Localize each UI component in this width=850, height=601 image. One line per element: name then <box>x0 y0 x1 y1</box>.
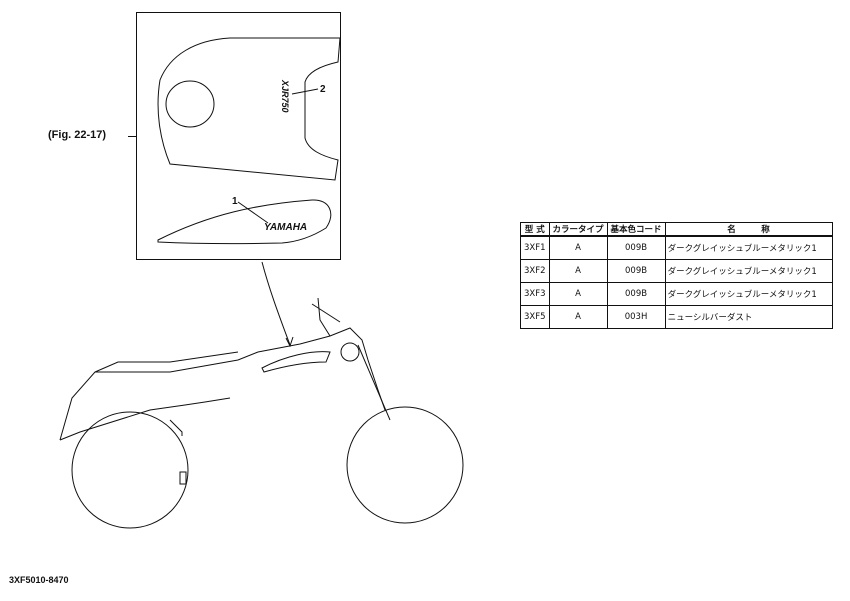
cell-color-code: 009B <box>606 259 666 283</box>
callout-number-2: 2 <box>320 84 326 95</box>
front-fork <box>357 344 391 421</box>
table-header-row: 型 式 カラータイプ 基本色コード 名 称 <box>520 222 833 237</box>
headlight <box>340 342 360 362</box>
front-wheel <box>346 406 464 524</box>
cell-model: 3XF1 <box>520 235 550 260</box>
table-row: 3XF5 A 003H ニューシルバーダスト <box>520 305 833 329</box>
frame-rail <box>169 419 183 436</box>
fig-reference-label: (Fig. 22-17) <box>48 129 107 141</box>
callout-leader-1 <box>237 201 269 224</box>
cell-color-code: 003H <box>606 305 666 329</box>
table-row: 3XF2 A 009B ダークグレイッシュブルーメタリック1 <box>520 259 833 283</box>
fig-reference-leader <box>128 136 136 137</box>
cell-model: 3XF3 <box>520 282 550 306</box>
drawing-code: 3XF5010-8470 <box>9 575 69 585</box>
motorcycle-tail <box>59 397 231 441</box>
callout-number-1: 1 <box>232 196 238 207</box>
cell-color-name: ダークグレイッシュブルーメタリック1 <box>664 235 833 260</box>
decal-detail-inset <box>136 12 341 260</box>
cell-model: 3XF5 <box>520 305 550 329</box>
table-row: 3XF1 A 009B ダークグレイッシュブルーメタリック1 <box>520 235 833 260</box>
pointer-arrow <box>261 261 291 346</box>
cell-color-name: ニューシルバーダスト <box>664 305 833 329</box>
color-spec-table: 型 式 カラータイプ 基本色コード 名 称 3XF1 A 009B ダークグレイ… <box>520 222 833 329</box>
tank-yamaha-text: YAMAHA <box>264 222 307 233</box>
cell-color-type: A <box>548 259 608 283</box>
cell-color-name: ダークグレイッシュブルーメタリック1 <box>664 282 833 306</box>
cell-color-type: A <box>548 305 608 329</box>
motorcycle-seat <box>94 351 239 373</box>
table-row: 3XF3 A 009B ダークグレイッシュブルーメタリック1 <box>520 282 833 306</box>
tank-highlight <box>261 351 331 373</box>
cell-color-code: 009B <box>606 235 666 260</box>
header-base-color-code: 基本色コード <box>606 222 666 237</box>
side-cover-hole <box>165 80 215 128</box>
handlebar <box>311 297 341 337</box>
tank-emblem-outline <box>157 199 332 245</box>
header-color-type: カラータイプ <box>548 222 608 237</box>
cell-color-type: A <box>548 282 608 306</box>
cover-model-text: XJR750 <box>280 79 290 113</box>
rear-wheel <box>71 411 189 529</box>
header-model: 型 式 <box>520 222 550 237</box>
cell-color-code: 009B <box>606 282 666 306</box>
cell-color-name: ダークグレイッシュブルーメタリック1 <box>664 259 833 283</box>
side-reflector <box>179 471 187 485</box>
header-name: 名 称 <box>664 222 833 237</box>
cell-model: 3XF2 <box>520 259 550 283</box>
cell-color-type: A <box>548 235 608 260</box>
callout-leader-2 <box>291 88 319 95</box>
side-cover-outline <box>157 37 341 181</box>
